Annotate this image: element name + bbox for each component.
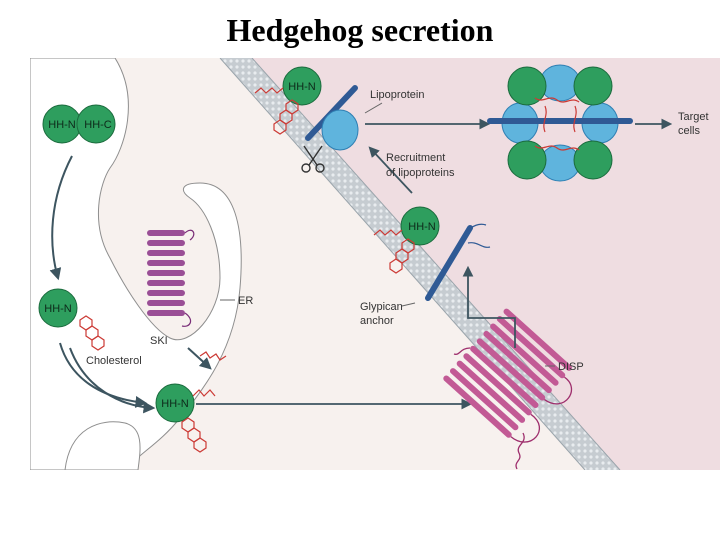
hh-n-lipoprotein-loading: HH-N Lipoprotein [254,66,424,173]
cholesterol-icon [181,417,207,453]
glypican [425,223,491,301]
page-title: Hedgehog secretion [226,12,494,48]
disp-protein [443,308,573,443]
membrane-edge-outer [251,58,621,470]
recruitment-arrow [368,146,413,194]
hh-n-label: HH-N [48,119,76,131]
cholesterol-icon [273,99,299,135]
target-label-line2: cells [678,125,701,137]
er-compartment [30,58,242,470]
lipoprotein-particle [321,109,359,151]
lower-vesicle [64,421,141,470]
cholesterol-label: Cholesterol [86,355,142,367]
palmitoylation-arrow [187,347,212,370]
hh-n-domain [507,66,547,106]
hh-n-domain [38,288,78,328]
hh-n-label: HH-N [44,303,72,315]
hh-c-label: HH-C [84,119,112,131]
hh-n-domain [282,66,322,106]
cholesterol-icon [79,315,105,351]
hh-lipoprotein-multimer [487,64,633,182]
glypican-pointer [401,302,416,307]
hh-c-domain [76,104,116,144]
hedgehog-secretion-diagram: HH-N HH-C HH-N Cholesterol SKI ER HH- [30,58,720,470]
hh-n-dual-lipidated: HH-N [155,383,216,453]
palmitate-chain [199,351,227,361]
recruitment-label-line1: Recruitment [386,152,445,164]
er-label: ER [238,295,253,307]
hh-n-membrane-bound: HH-N [373,206,440,274]
hh-n-label: HH-N [288,81,316,93]
disp-tail [515,432,525,470]
hh-n-label: HH-N [408,221,436,233]
lipoprotein-label: Lipoprotein [370,89,424,101]
recruitment-label-line2: of lipoproteins [386,167,455,179]
hh-n-domain [400,206,440,246]
disp-n-tail [453,347,471,355]
ski-protein: SKI [147,229,195,347]
disp-release-arrow [462,265,516,348]
autoprocessing-arrow [49,155,73,281]
hh-n-cholesterol: HH-N Cholesterol [38,288,142,367]
glypican-label-line2: anchor [360,315,394,327]
glypican-label-line1: Glypican [360,301,403,313]
hh-n-domain [573,66,613,106]
hh-n-domain [573,140,613,180]
scissors-icon [301,145,325,173]
target-label-line1: Target [678,111,709,123]
ski-label: SKI [150,335,168,347]
hh-n-label: HH-N [161,398,189,410]
to-ski-arrow [59,342,148,408]
cholesterol-icon [389,238,415,274]
hh-n-domain [155,383,195,423]
disp-label: DISP [558,361,584,373]
cholesterol-to-hh-arrow [69,347,156,414]
hh-precursor: HH-N HH-C [42,104,116,144]
hh-n-domain [507,140,547,180]
